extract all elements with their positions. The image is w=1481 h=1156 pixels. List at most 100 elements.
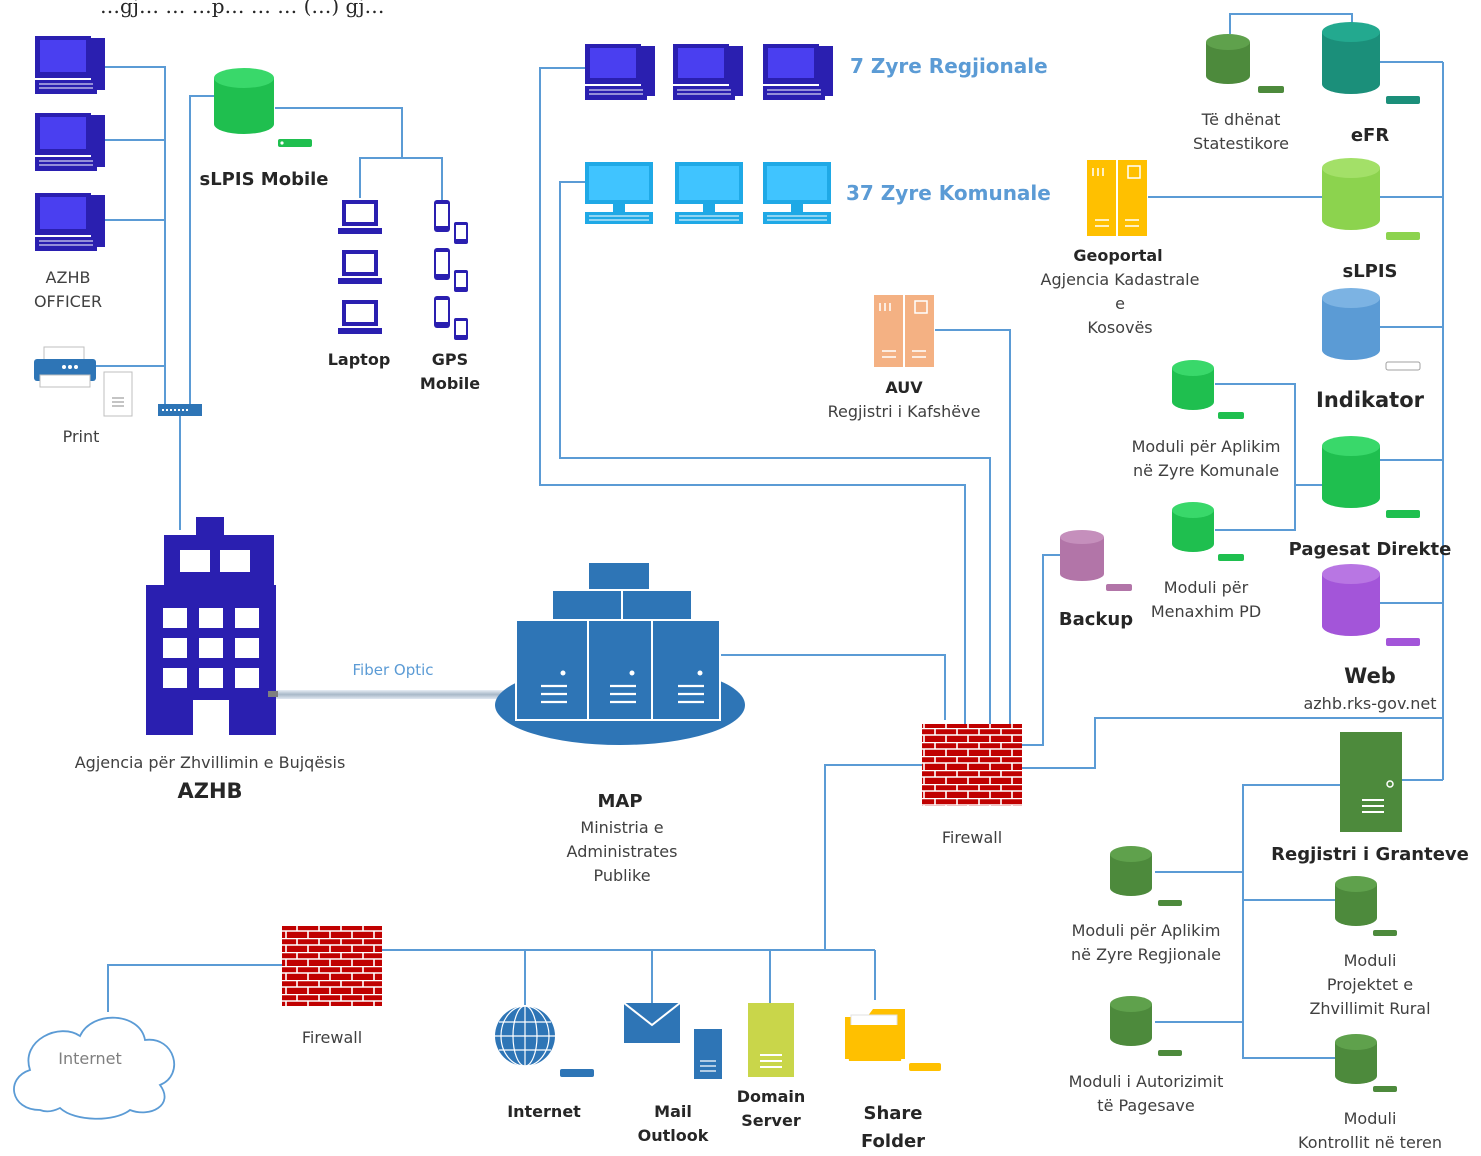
label-share-folder: Share Folder [861,1100,925,1156]
label-azhb: AZHB [177,779,243,803]
database-icon-backup [1060,530,1132,591]
label-indikator: Indikator [1316,388,1424,412]
server-icon-domain [748,1003,794,1077]
label-line: e [1115,294,1125,313]
switch-icon [158,404,202,416]
label-domain-server: Domain Server [737,1085,806,1133]
database-icon-moduli-menaxhim [1172,502,1244,561]
label-line: Zhvillimit Rural [1309,999,1431,1018]
label-moduli-kontrollit: Moduli Kontrollit në teren [1298,1107,1442,1155]
connection-lines [95,13,1444,1059]
label-auv-sub: Regjistri i Kafshëve [827,402,981,421]
database-icon-slpis [1322,158,1420,240]
laptop-icon [338,200,382,234]
pc-icon-dark [35,36,105,94]
label-mail-outlook: Mail Outlook [638,1100,709,1148]
label-line: Moduli për Aplikim [1071,921,1221,940]
label-line: Moduli për Aplikim [1131,437,1281,456]
header-fragment-text: …gj… … …p… … … (…) gj… [100,0,385,18]
label-line: në Zyre Komunale [1132,461,1280,480]
label-line: Agjencia Kadastrale [1040,270,1200,289]
database-icon-moduli-autorizimit [1110,996,1182,1056]
database-icon-indikator [1322,288,1421,371]
label-line: GPS [431,350,469,369]
server-icon-granteve [1340,732,1402,832]
label-regjistri-granteve: Regjistri i Granteve [1271,844,1469,865]
label-line: Server [741,1111,801,1130]
label-fiber-optic: Fiber Optic [352,661,434,679]
label-firewall-main: Firewall [941,828,1003,847]
label-te-dhenat: Të dhënat Statestikore [1193,108,1289,156]
label-line: Moduli [1343,1109,1397,1128]
firewall-icon-internet [282,926,382,1006]
database-icon-moduli-regjionale [1110,846,1182,906]
label-azhb-officer: AZHB OFFICER [34,266,102,314]
cloud-icon-internet [13,1016,176,1120]
label-line: Menaxhim PD [1150,602,1262,621]
label-moduli-aplikim-regjionale: Moduli për Aplikim në Zyre Regjionale [1071,919,1221,967]
label-efr: eFR [1350,125,1390,146]
building-icon-azhb [146,517,276,735]
label-line: Mobile [419,374,481,393]
label-line: Mail [654,1102,692,1121]
firewall-icon-main [922,724,1022,806]
label-map-title: MAP [597,791,643,812]
pc-icon-dark [35,113,105,171]
label-moduli-aplikim-komunale: Moduli për Aplikim në Zyre Komunale [1132,435,1281,483]
label-zyre-regjionale: 7 Zyre Regjionale [850,54,1048,78]
label-map-sub: Ministria e Administrates Publike [567,816,678,888]
database-icon-moduli-kontrollit [1335,1034,1397,1092]
laptop-icon [338,250,382,284]
print-server-icon [103,371,133,417]
label-laptop: Laptop [327,350,391,369]
pc-icon-dark [35,193,105,251]
label-line: Kontrollit në teren [1297,1133,1443,1152]
server-icon-geoportal [1087,160,1147,236]
pc-row-komunale [585,162,831,224]
label-geoportal-sub: Agjencia Kadastrale e Kosovës [1041,268,1200,340]
label-backup: Backup [1058,609,1134,630]
label-line: AZHB [45,268,91,287]
label-line: OFFICER [33,292,103,311]
label-slpis-mobile: sLPIS Mobile [199,169,329,190]
label-moduli-autorizimit: Moduli i Autorizimit të Pagesave [1069,1070,1224,1118]
label-geoportal-title: Geoportal [1073,246,1163,265]
gps-mobile-icon [434,200,468,244]
folder-icon-share [845,1009,941,1071]
label-internet: Internet [507,1102,581,1121]
label-line: Publike [593,866,651,885]
label-auv-title: AUV [885,378,923,397]
label-moduli-projektet: Moduli Projektet e Zhvillimit Rural [1309,949,1430,1021]
label-line: Outlook [637,1126,709,1145]
label-line: Moduli për [1163,578,1249,597]
database-icon-moduli-komunale [1172,360,1244,419]
label-slpis: sLPIS [1342,261,1398,282]
label-line: të Pagesave [1097,1096,1195,1115]
label-line: Administrates [566,842,678,861]
database-icon-te-dhenat [1206,34,1284,93]
label-firewall-internet: Firewall [301,1028,363,1047]
database-icon-moduli-projektet [1335,876,1397,936]
label-line: Folder [860,1131,926,1152]
label-line: Share [863,1103,923,1124]
laptop-icon [338,300,382,334]
printer-icon [34,346,96,388]
label-line: Projektet e [1326,975,1414,994]
fiber-optic-link [268,690,530,699]
label-pagesat-direkte: Pagesat Direkte [1288,539,1452,560]
label-gps-mobile: GPS Mobile [420,348,480,396]
gps-mobile-icon [434,296,468,340]
label-web-url: azhb.rks-gov.net [1303,694,1437,713]
label-web: Web [1344,664,1396,688]
label-line: Të dhënat [1201,110,1281,129]
label-line: Domain [736,1087,806,1106]
database-icon-efr [1322,22,1420,104]
mail-icon [623,1002,722,1079]
label-line: Statestikore [1193,134,1289,153]
server-icon-auv [874,295,934,367]
database-icon-slpis-mobile [214,68,312,147]
label-azhb-full: Agjencia për Zhvillimin e Bujqësis [74,753,346,772]
server-cluster-map [495,561,745,745]
label-line: Moduli i Autorizimit [1068,1072,1224,1091]
